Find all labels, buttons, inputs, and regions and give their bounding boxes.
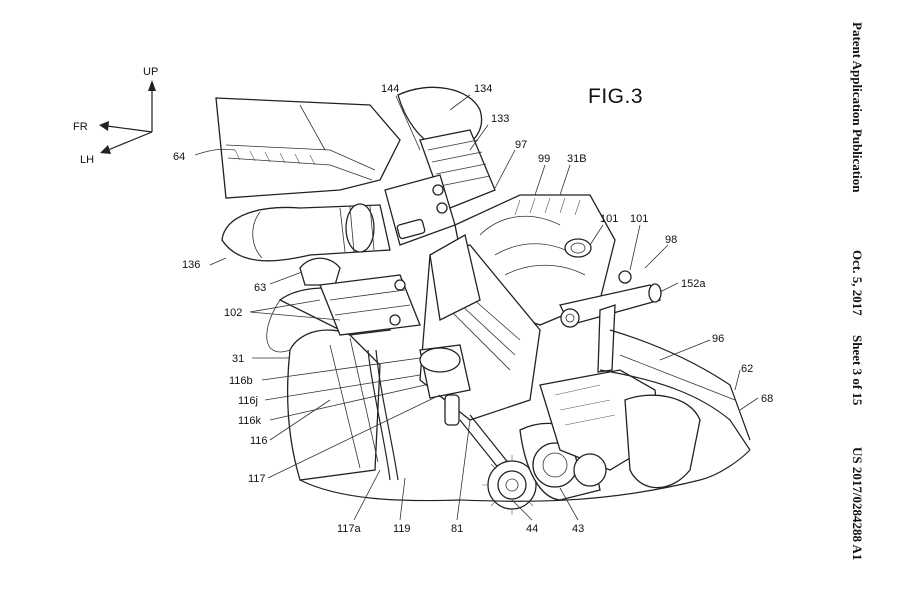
label-101-a: 101	[600, 213, 618, 225]
label-63: 63	[254, 282, 266, 294]
publication-type: Patent Application Publication	[850, 22, 865, 193]
label-144: 144	[381, 83, 399, 95]
patent-number: US 2017/0284288 A1	[850, 447, 865, 560]
patent-header: Patent Application Publication Oct. 5, 2…	[850, 22, 865, 560]
label-101-b: 101	[630, 213, 648, 225]
label-98: 98	[665, 234, 677, 246]
sheet-number: Sheet 3 of 15	[850, 335, 865, 406]
mount-bracket	[559, 270, 662, 373]
actuator	[419, 344, 471, 426]
label-81: 81	[451, 523, 463, 535]
label-119: 119	[393, 523, 411, 535]
label-117: 117	[248, 473, 266, 485]
label-102: 102	[224, 307, 242, 319]
air-box	[215, 97, 401, 199]
label-97: 97	[515, 139, 527, 151]
label-62: 62	[741, 363, 753, 375]
label-31B: 31B	[567, 153, 587, 165]
leader-lines	[194, 94, 759, 521]
label-43: 43	[572, 523, 584, 535]
label-116: 116	[250, 435, 268, 447]
label-31: 31	[232, 353, 244, 365]
frame-rail	[599, 329, 751, 451]
label-44: 44	[526, 523, 538, 535]
label-117a: 117a	[337, 523, 362, 535]
label-64: 64	[173, 151, 185, 163]
label-134: 134	[474, 83, 492, 95]
axis-indicator: UP FR LH	[73, 66, 158, 166]
label-99: 99	[538, 153, 550, 165]
label-116k: 116k	[238, 415, 262, 427]
engine-drawing: UP FR LH FIG.3	[73, 66, 773, 535]
intake-pipe	[221, 203, 391, 262]
axis-up-label: UP	[143, 66, 158, 78]
label-116b: 116b	[229, 375, 253, 387]
crankcase	[519, 369, 701, 501]
figure-title: FIG.3	[588, 85, 643, 108]
sprocket	[482, 455, 542, 515]
label-133: 133	[491, 113, 509, 125]
label-152a: 152a	[681, 278, 706, 290]
base-outline	[266, 299, 751, 502]
label-68: 68	[761, 393, 773, 405]
axis-front-label: FR	[73, 121, 88, 133]
manifold	[319, 274, 421, 336]
axis-left-hand-label: LH	[80, 154, 94, 166]
reference-labels: 144 134 133 97 99 31B 64 101 101 98 136 …	[173, 83, 773, 535]
publication-date: Oct. 5, 2017	[850, 250, 865, 316]
label-136: 136	[182, 259, 200, 271]
label-96: 96	[712, 333, 724, 345]
label-116j: 116j	[238, 395, 258, 407]
